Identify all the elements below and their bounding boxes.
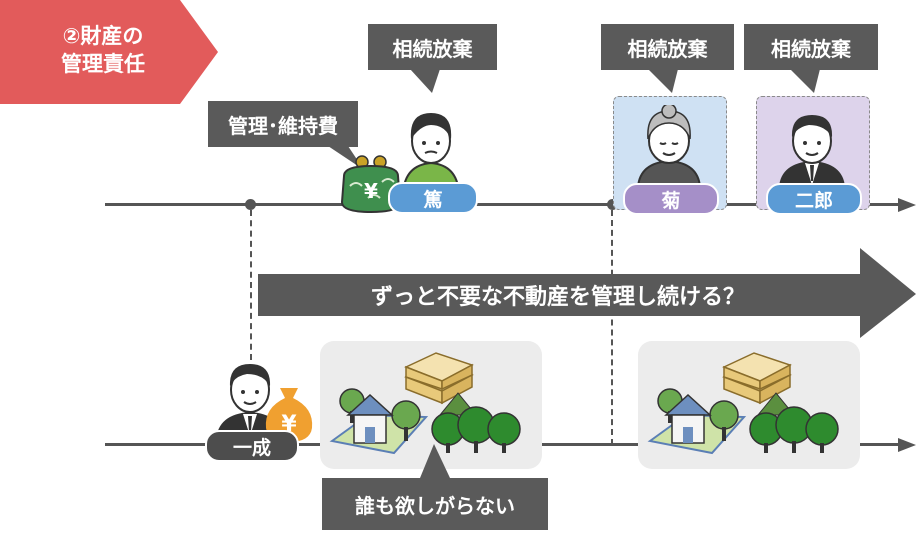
badge-line2: 管理責任 [61,52,145,76]
coin-purse-icon: ¥ [340,155,402,214]
renounce-callout-tail-3 [790,69,820,93]
nobody-wants-label: 誰も欲しがらない [355,493,515,518]
renounce-label-1: 相続放棄 [392,36,473,61]
svg-text:¥: ¥ [364,179,378,203]
person-name-jiro: 二郎 [794,189,833,212]
nobody-wants-callout-tail [420,444,450,478]
maintenance-callout-tail [328,146,364,170]
person-name-kiku: 菊 [661,189,681,212]
renounce-callout-1: 相続放棄 [368,24,497,70]
lower-timeline-arrowhead [898,438,916,452]
renounce-callout-3: 相続放棄 [744,24,878,70]
dashed-connector-1 [250,210,252,360]
renounce-label-2: 相続放棄 [627,36,708,61]
person-tag-kiku: 菊 [623,183,719,215]
elderly-woman-icon [636,105,702,187]
maintenance-cost-callout: 管理･維持費 [208,101,358,147]
person-tag-atsushi: 篤 [388,182,478,214]
renounce-callout-2: 相続放棄 [601,24,734,70]
person-name-atsushi: 篤 [423,188,443,211]
nobody-wants-callout: 誰も欲しがらない [322,478,548,530]
person-tag-kazunari: 一成 [205,430,299,462]
unwanted-property-icon [329,352,521,455]
renounce-callout-tail-2 [648,69,678,93]
section-badge: ②財産の 管理責任 [28,22,178,78]
upper-timeline-arrowhead [898,198,916,212]
businessman-icon [779,115,845,187]
person-tag-jiro: 二郎 [766,183,862,215]
event-dot-1 [245,199,256,210]
event-dot-2 [607,199,618,210]
unwanted-property-icon [647,352,839,455]
young-man-icon [401,113,461,193]
badge-line1: ②財産の [62,24,144,48]
section-badge-shape [0,0,218,104]
upper-timeline [105,203,905,206]
person-name-kazunari: 一成 [232,436,271,459]
dashed-connector-2 [611,210,613,445]
continue-managing-arrow [258,248,916,338]
renounce-label-3: 相続放棄 [771,36,851,61]
maintenance-cost-label: 管理･維持費 [228,113,338,138]
continue-managing-text: ずっと不要な不動産を管理し続ける？ [370,285,745,310]
renounce-callout-tail-1 [410,69,440,93]
